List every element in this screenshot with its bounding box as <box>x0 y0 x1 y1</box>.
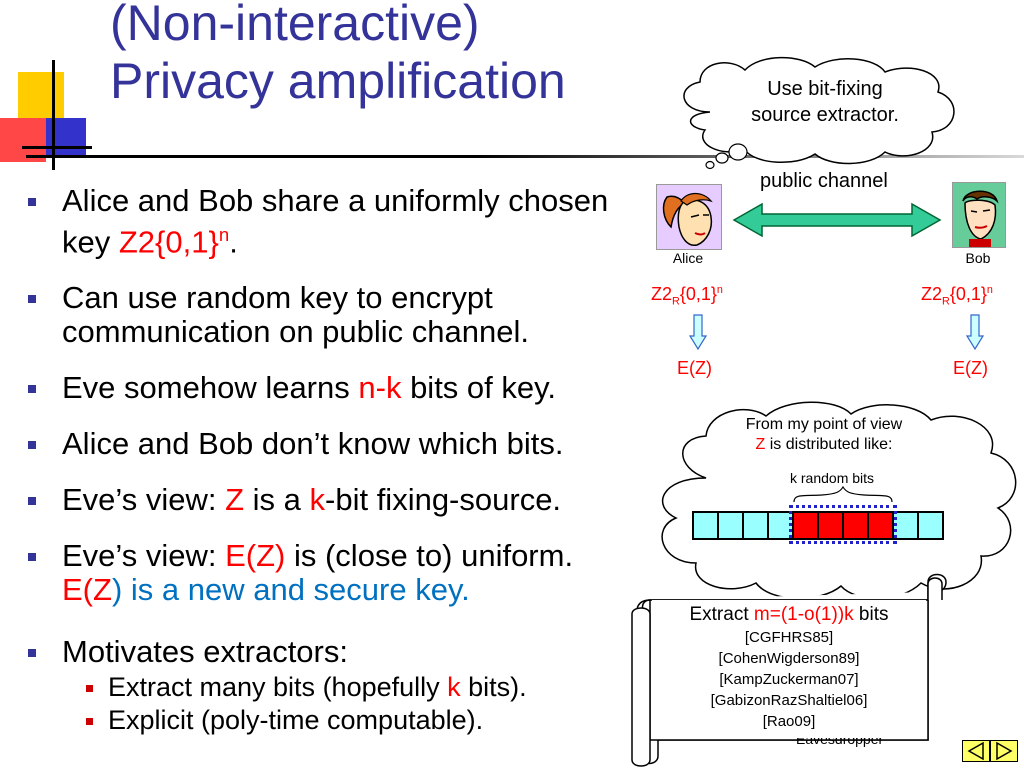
ref-2: [KampZuckerman07] <box>719 671 859 688</box>
alice-down-arrow <box>689 314 707 350</box>
bullet-which-bits: Alice and Bob don’t know which bits. <box>22 427 662 461</box>
title-line-2: Privacy amplification <box>110 53 566 109</box>
bullet-eve-learns: Eve somehow learns n-k bits of key. <box>22 371 662 405</box>
bob-avatar <box>952 182 1006 248</box>
cloud-eve-text: From my point of view Z is distributed l… <box>745 416 903 453</box>
bullet-encrypt: Can use random key to encrypt communicat… <box>22 281 662 349</box>
next-slide-button[interactable] <box>990 740 1018 762</box>
subbullet-extract-many: Extract many bits (hopefully k bits). <box>22 671 662 704</box>
double-arrow <box>732 202 942 238</box>
bit-cell <box>867 511 894 540</box>
thought-cloud-eve <box>661 401 1017 600</box>
bit-cell <box>692 511 719 540</box>
bit-cell <box>842 511 869 540</box>
ref-1: [CohenWigderson89] <box>718 650 860 667</box>
random-bits-highlight <box>789 505 897 544</box>
triangle-left-icon <box>967 741 984 761</box>
alice-label: Alice <box>672 250 704 266</box>
extract-line: Extract m=(1-o(1))k bits <box>689 604 889 625</box>
bob-key: Z2R{0,1}n <box>921 284 993 308</box>
bullet-list: Alice and Bob share a uniformly chosen k… <box>22 183 662 737</box>
random-bits-caption: k random bits <box>790 470 875 486</box>
random-bits-brace <box>793 486 893 503</box>
title-line-1: (Non-interactive) <box>110 0 480 51</box>
alice-ez: E(Z) <box>677 358 712 378</box>
alice-avatar <box>656 184 722 250</box>
cloud-top-text: Use bit-fixing source extractor. <box>751 78 899 126</box>
bit-cell <box>817 511 844 540</box>
bullet-uniform: Eve’s view: E(Z) is (close to) uniform. … <box>22 539 662 607</box>
bit-cell <box>917 511 944 540</box>
scroll-panel <box>652 600 926 738</box>
public-channel-label: public channel <box>760 170 888 192</box>
alice-key: Z2R{0,1}n <box>651 284 723 308</box>
thought-cloud-top <box>683 56 955 170</box>
ref-0: [CGFHRS85] <box>744 629 834 646</box>
corner-decoration <box>0 60 110 170</box>
bob-ez: E(Z) <box>953 358 988 378</box>
triangle-right-icon <box>996 741 1013 761</box>
slide-title: (Non-interactive) Privacy amplification <box>110 0 566 110</box>
bit-cell <box>717 511 744 540</box>
bit-cell <box>742 511 769 540</box>
bullet-shared-key: Alice and Bob share a uniformly chosen k… <box>22 183 662 259</box>
subbullet-explicit: Explicit (poly-time computable). <box>22 704 662 737</box>
ref-3: [GabizonRazShaltiel06] <box>710 692 868 709</box>
ref-4: [Rao09] <box>762 713 816 730</box>
scroll-text: Extract m=(1-o(1))k bits [CGFHRS85] [Coh… <box>652 603 926 732</box>
prev-slide-button[interactable] <box>962 740 990 762</box>
bob-label: Bob <box>965 250 991 266</box>
title-rule <box>26 155 1024 158</box>
bullet-fixing-source: Eve’s view: Z is a k-bit fixing-source. <box>22 483 662 517</box>
bullet-motivates: Motivates extractors: <box>22 635 662 669</box>
bob-down-arrow <box>966 314 984 350</box>
